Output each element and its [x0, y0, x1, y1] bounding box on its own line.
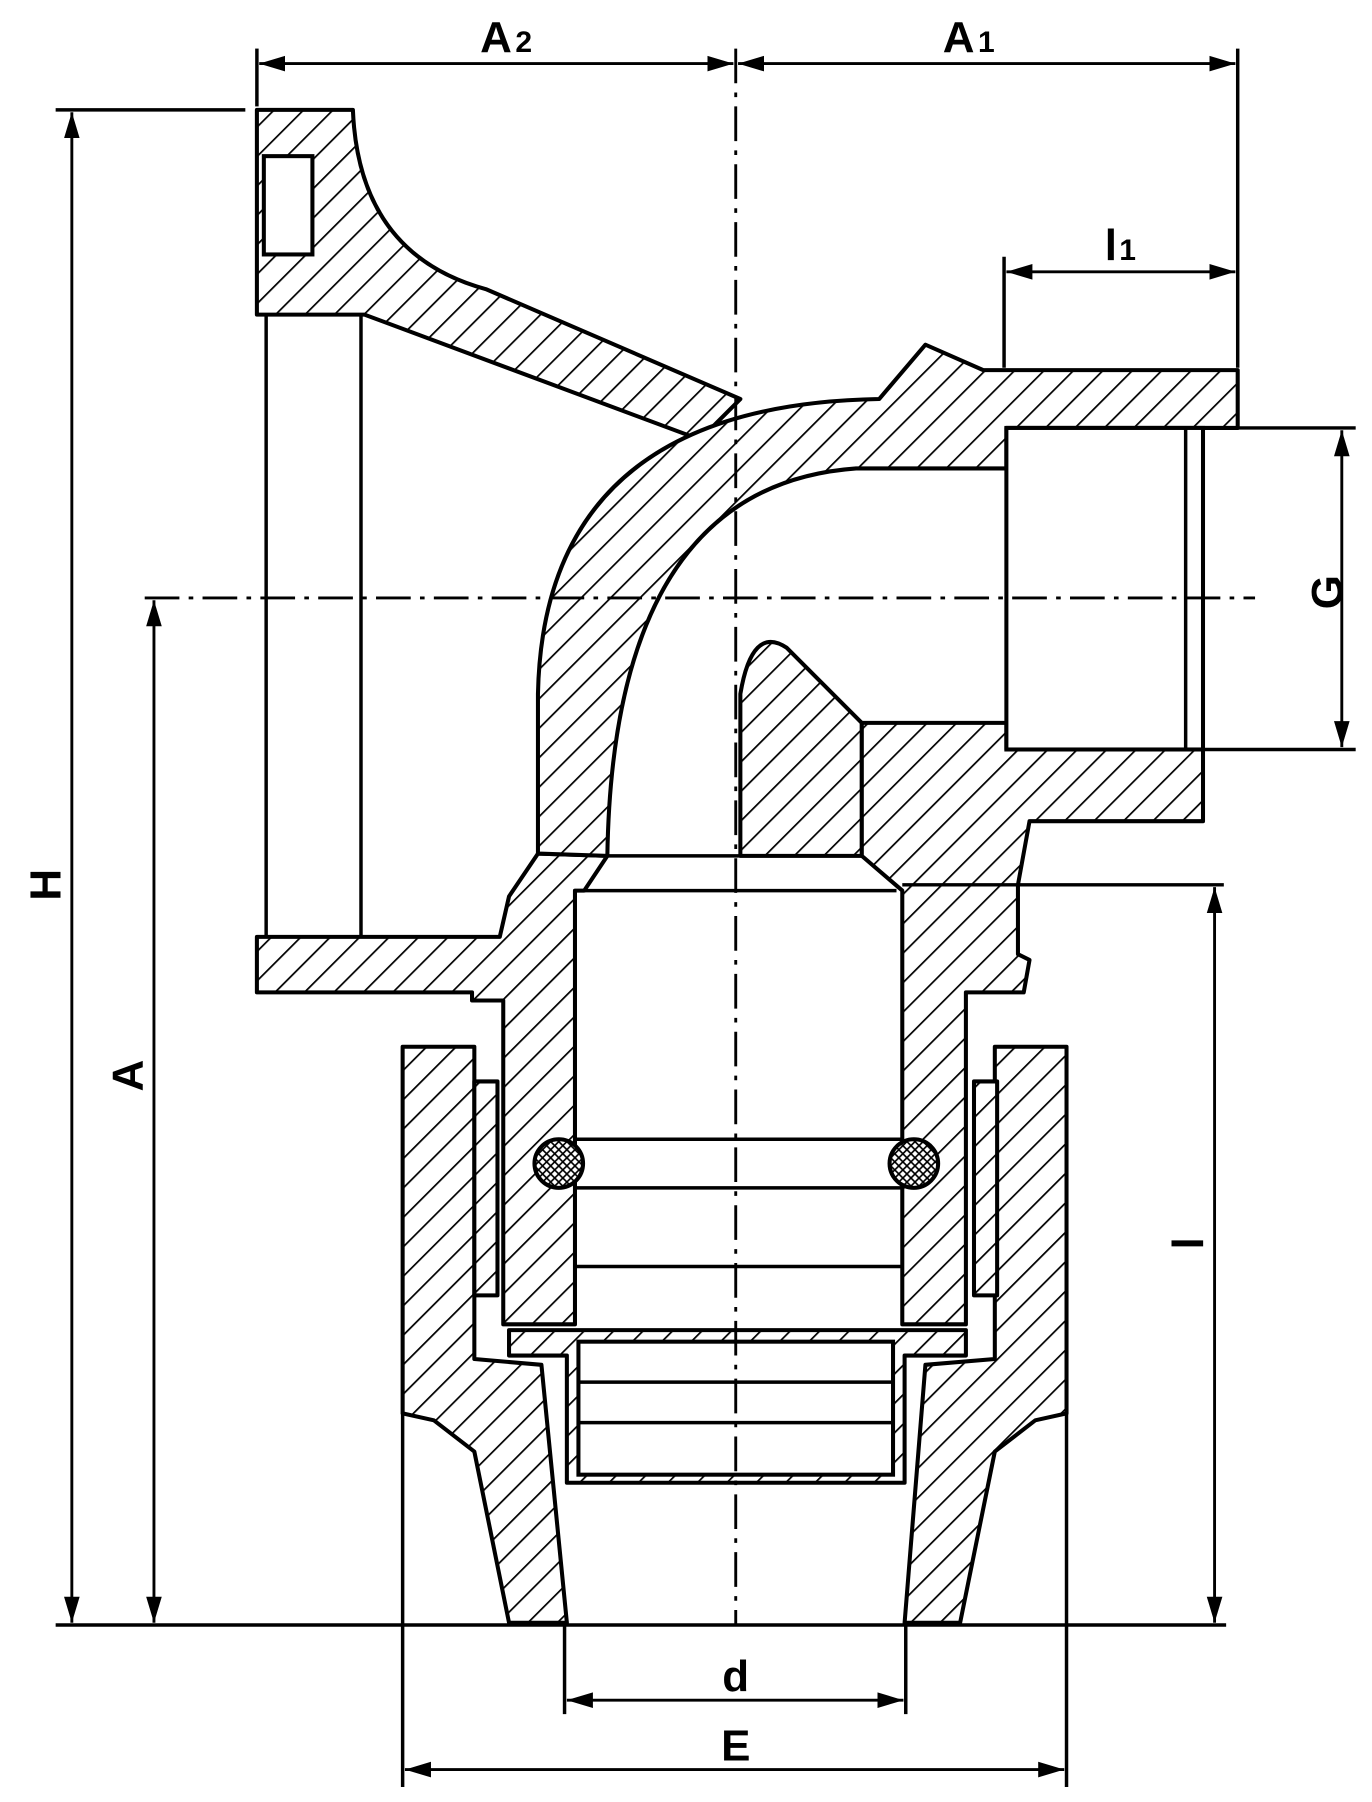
- label-l1: l1: [1105, 221, 1136, 270]
- bore-lines: [574, 854, 903, 1269]
- label-e: E: [721, 1721, 750, 1770]
- compression-nut: [400, 1044, 1069, 1625]
- o-ring: [532, 1137, 941, 1190]
- label-g: G: [1303, 575, 1352, 609]
- extension-lines: [55, 48, 1356, 1787]
- grip-ring: [507, 1328, 968, 1485]
- wall-flange: [254, 107, 743, 1327]
- label-h: H: [21, 869, 70, 901]
- label-d: d: [722, 1652, 749, 1701]
- label-a: A: [103, 1060, 152, 1092]
- elbow-body: [535, 342, 1240, 1327]
- label-l: l: [1164, 1237, 1213, 1249]
